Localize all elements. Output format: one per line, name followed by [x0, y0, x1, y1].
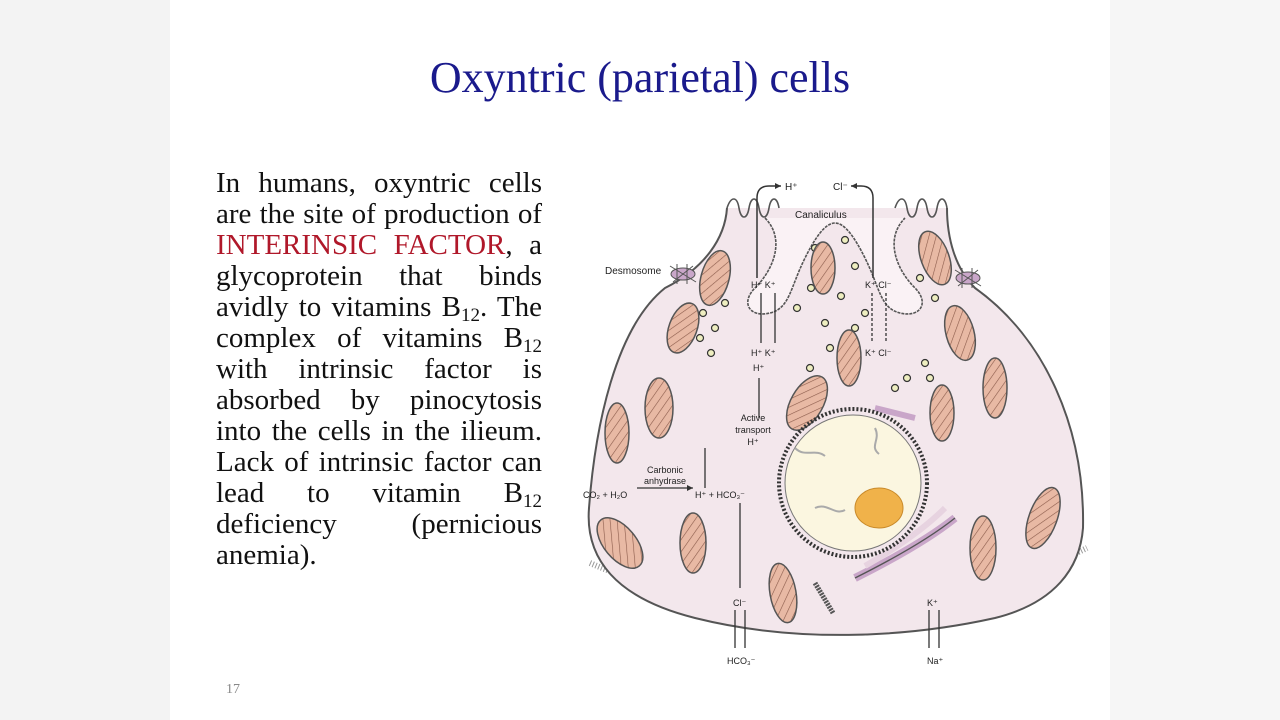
pump-hk-label-2: H⁺ K⁺	[751, 348, 776, 358]
h-mid-label: H⁺	[753, 363, 764, 373]
co2-reaction-label: CO₂ + H₂O	[583, 490, 627, 500]
pump-kcl-label: K⁺ Cl⁻	[865, 280, 892, 290]
intrinsic-factor-highlight: INTERINSIC FACTOR	[216, 229, 506, 261]
active-transport-label-1: Active	[741, 413, 766, 423]
carbonic-anhydrase-label-2: anhydrase	[644, 476, 686, 486]
slide-title: Oxyntric (parietal) cells	[429, 53, 851, 102]
subscript: 12	[460, 305, 480, 326]
canaliculus-label: Canaliculus	[795, 210, 847, 221]
subscript: 12	[523, 336, 542, 357]
desmosome-label: Desmosome	[605, 266, 662, 277]
microvilli-right	[894, 198, 948, 218]
subscript: 12	[523, 491, 542, 512]
page-number: 17	[226, 682, 240, 697]
cl-secretion-arrow	[851, 185, 874, 278]
active-transport-label-3: H⁺	[747, 437, 758, 447]
body-paragraph: In humans, oxyntric cells are the site o…	[216, 168, 542, 571]
endoplasmic-reticulum	[812, 405, 958, 615]
parietal-cell-diagram: H⁺ Cl⁻ Canaliculus Desmosome H⁺ K⁺ K⁺ Cl…	[583, 182, 1089, 666]
k-bottom-label: K⁺	[927, 598, 938, 608]
h-top-label: H⁺	[785, 182, 798, 193]
left-margin	[0, 0, 170, 720]
active-transport-label-2: transport	[735, 425, 771, 435]
h-secretion-arrow	[756, 185, 781, 278]
hco3-bottom-label: HCO₃⁻	[727, 656, 756, 666]
desmosome-left	[669, 264, 697, 284]
cl-bottom-label: Cl⁻	[733, 598, 746, 608]
text-part: , a glycoprotein that binds avidly to vi…	[216, 229, 542, 323]
text-part: . The complex of vitamins B	[216, 291, 542, 354]
text-part: with intrinsic factor is absorbed by pin…	[216, 353, 542, 509]
slide: Oxyntric (parietal) cells In humans, oxy…	[170, 0, 1110, 720]
carbonic-anhydrase-label-1: Carbonic	[647, 465, 684, 475]
right-margin	[1110, 0, 1280, 720]
desmosome-right	[954, 268, 982, 288]
nucleolus	[854, 487, 904, 529]
nucleus	[777, 407, 929, 559]
text-part: deficiency (pernicious anemia).	[216, 508, 542, 571]
na-bottom-label: Na⁺	[927, 656, 944, 666]
arrow-head	[851, 183, 857, 189]
products-label: H⁺ + HCO₃⁻	[695, 490, 745, 500]
canaliculus	[747, 217, 923, 315]
microvilli-left	[726, 198, 780, 218]
arrow-head	[687, 485, 693, 491]
arrow-head	[775, 183, 781, 189]
text-part: In humans, oxyntric cells are the site o…	[216, 167, 542, 230]
pump-kcl-label-2: K⁺ Cl⁻	[865, 348, 892, 358]
cl-top-label: Cl⁻	[833, 182, 848, 193]
mitochondria	[596, 230, 1061, 624]
pump-hk-label: H⁺ K⁺	[751, 280, 776, 290]
